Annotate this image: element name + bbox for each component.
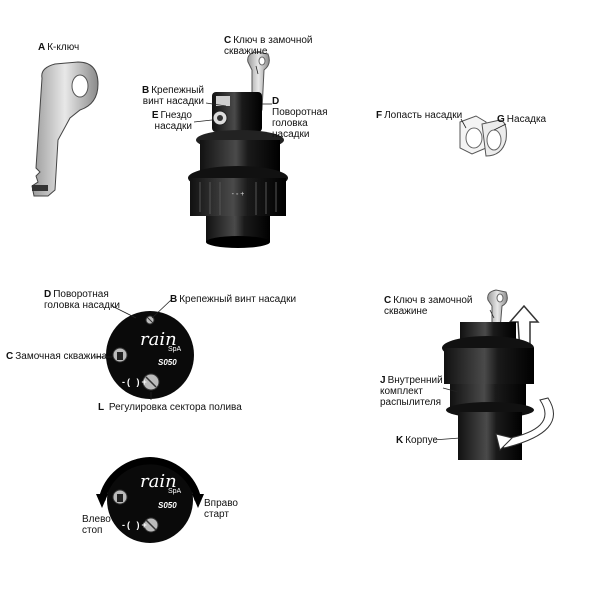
- dial2-brand: rain: [140, 471, 177, 492]
- direction-dial-illustration: [96, 457, 204, 543]
- svg-text:- ◦ +: - ◦ +: [232, 191, 245, 198]
- dial-brand: rain: [140, 329, 177, 350]
- callout-l: L Регулировка сектора полива: [98, 402, 242, 413]
- dial-brand-suffix: SpA: [168, 346, 182, 353]
- dial-adjust-marker: -( )+: [122, 377, 149, 387]
- leader-lines: [94, 65, 507, 441]
- dial2-model: S050: [158, 501, 177, 510]
- dial2-brand-suffix: SpA: [168, 488, 182, 495]
- dial2-adjust-marker: -( )+: [122, 520, 149, 530]
- sprinkler-head-top-illustration: - ◦ +: [188, 51, 288, 248]
- k-key-illustration: [31, 61, 99, 197]
- rotating-head-dial-illustration: [106, 311, 194, 399]
- dial-model: S050: [158, 358, 177, 367]
- nozzle-illustration: [459, 115, 507, 157]
- sprinkler-body-illustration: [442, 289, 554, 460]
